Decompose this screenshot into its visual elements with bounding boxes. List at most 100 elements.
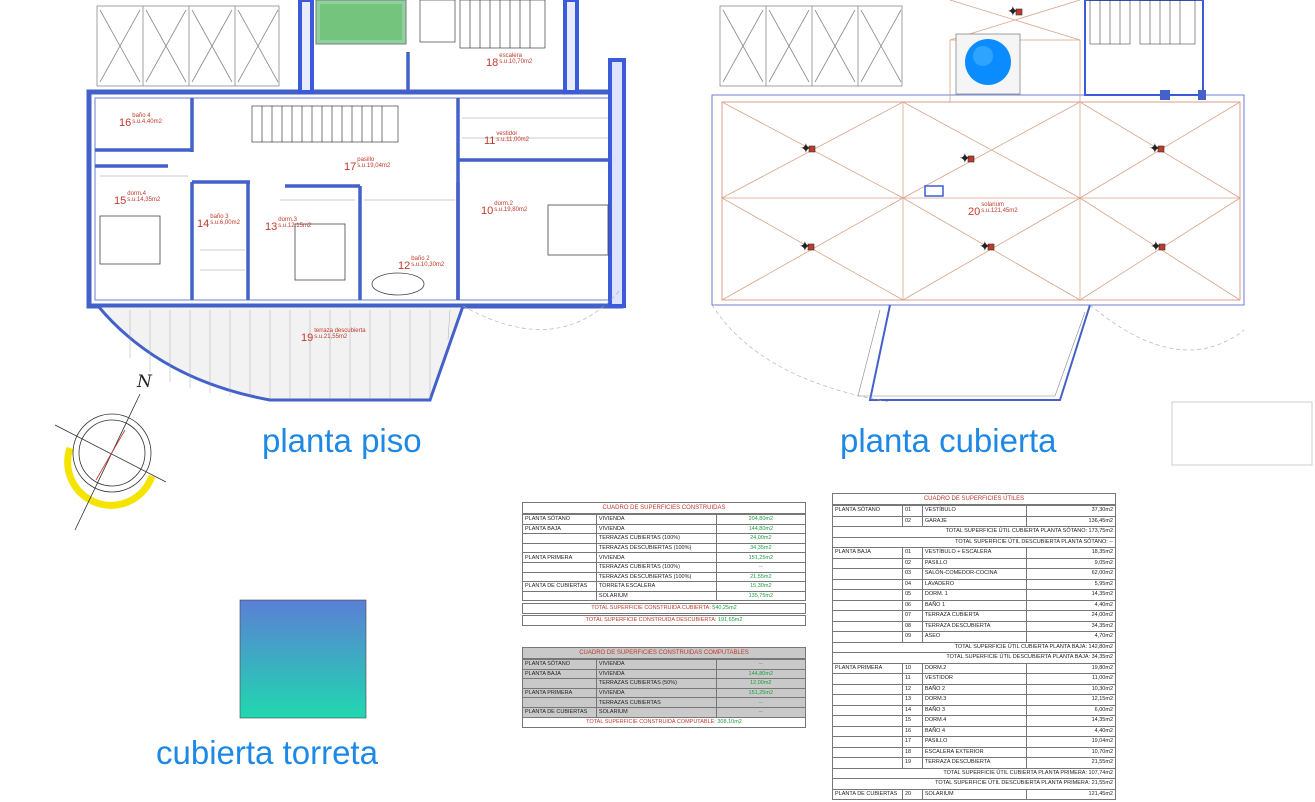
row-value-cell: 12,00m2 bbox=[715, 678, 807, 689]
table-row: TERRAZAS DESCUBIERTAS (100%)34,35m2 bbox=[522, 542, 807, 554]
row-num-cell: 10 bbox=[901, 662, 923, 674]
cubierta-torreta-block bbox=[239, 599, 367, 719]
cubierta-torreta-title: cubierta torreta bbox=[156, 734, 378, 771]
row-use-cell: SOLARIUM bbox=[595, 590, 717, 602]
row-floor-cell: PLANTA SÓTANO bbox=[522, 514, 597, 525]
row-room-cell: BAÑO 4 bbox=[921, 725, 1027, 737]
row-room-cell: DORM.2 bbox=[921, 662, 1027, 674]
row-value-cell: 34,35m2 bbox=[715, 542, 807, 554]
row-value-cell: 24,00m2 bbox=[715, 533, 807, 544]
row-floor-cell bbox=[832, 557, 903, 569]
row-floor-cell bbox=[832, 715, 903, 727]
row-floor-cell bbox=[522, 542, 597, 554]
row-value-cell: 6,00m2 bbox=[1025, 704, 1117, 716]
row-num-cell: 15 bbox=[901, 715, 923, 727]
row-use-cell: TERRAZAS CUBIERTAS (50%) bbox=[595, 678, 717, 689]
row-use-cell: TERRAZAS CUBIERTAS (100%) bbox=[595, 561, 717, 573]
row-num-cell: 11 bbox=[901, 673, 923, 685]
row-floor-cell bbox=[522, 590, 597, 602]
row-room-cell: ASEO bbox=[921, 631, 1027, 643]
row-num-cell: 02 bbox=[901, 557, 923, 569]
row-value-cell: 5,95m2 bbox=[1025, 578, 1117, 590]
row-value-cell: 4,40m2 bbox=[1025, 725, 1117, 737]
row-floor-cell bbox=[832, 589, 903, 601]
row-floor-cell bbox=[832, 683, 903, 695]
row-use-cell: VIVIENDA bbox=[595, 687, 717, 699]
table-row: TERRAZAS CUBIERTAS (100%)24,00m2 bbox=[522, 533, 807, 544]
row-floor-cell: PLANTA BAJA bbox=[832, 547, 903, 559]
row-num-cell: 07 bbox=[901, 610, 923, 622]
row-value-cell: 9,05m2 bbox=[1025, 557, 1117, 569]
built-table-title: CUADRO DE SUPERFICIES CONSTRUIDAS bbox=[522, 502, 806, 514]
total-row: TOTAL SUPERFICIE ÚTIL CUBIERTA PLANTA SÓ… bbox=[832, 526, 1116, 538]
row-use-cell: SOLARIUM bbox=[595, 706, 717, 718]
total-row: TOTAL SUPERFICIE ÚTIL DESCUBIERTA PLANTA… bbox=[832, 536, 1116, 548]
row-value-cell: 144,80m2 bbox=[715, 668, 807, 680]
row-room-cell: VESTÍBULO bbox=[921, 505, 1027, 517]
row-floor-cell bbox=[832, 515, 903, 527]
row-value-cell: -- bbox=[715, 706, 807, 718]
light-fixture-icon: ✦ bbox=[1149, 140, 1161, 156]
row-value-cell: 37,30m2 bbox=[1025, 505, 1117, 517]
row-value-cell: 10,70m2 bbox=[1025, 746, 1117, 758]
row-floor-cell bbox=[832, 673, 903, 685]
row-floor-cell bbox=[832, 736, 903, 748]
row-floor-cell bbox=[832, 694, 903, 706]
total-cell: TOTAL SUPERFICIE ÚTIL CUBIERTA PLANTA SÓ… bbox=[832, 526, 1116, 538]
light-fixture-icon: ✦ bbox=[979, 238, 991, 254]
total-cell: TOTAL SUPERFICIE ÚTIL CUBIERTA PLANTA BA… bbox=[832, 641, 1116, 653]
row-floor-cell bbox=[522, 561, 597, 573]
built-total-cubierta: TOTAL SUPERFICIE CONSTRUIDA CUBIERTA: 54… bbox=[522, 603, 806, 615]
light-fixture-icon: ✦ bbox=[1007, 3, 1019, 19]
row-value-cell: 4,70m2 bbox=[1025, 631, 1117, 643]
row-value-cell: 21,55m2 bbox=[1025, 757, 1117, 769]
row-floor-cell: PLANTA BAJA bbox=[522, 668, 597, 680]
light-fixture-icon: ✦ bbox=[799, 238, 811, 254]
row-num-cell: 17 bbox=[901, 736, 923, 748]
row-value-cell: -- bbox=[715, 697, 807, 708]
row-floor-cell bbox=[832, 631, 903, 643]
row-num-cell: 03 bbox=[901, 568, 923, 580]
row-floor-cell bbox=[522, 533, 597, 544]
row-value-cell: 24,00m2 bbox=[1025, 610, 1117, 622]
row-value-cell: 15,30m2 bbox=[715, 581, 807, 592]
row-num-cell: 12 bbox=[901, 683, 923, 695]
row-value-cell: 34,35m2 bbox=[1025, 620, 1117, 632]
light-fixture-icon: ✦ bbox=[959, 150, 971, 166]
light-fixture-icon: ✦ bbox=[1150, 238, 1162, 254]
row-room-cell: BAÑO 1 bbox=[921, 599, 1027, 611]
row-room-cell: PASILLO bbox=[921, 557, 1027, 569]
row-room-cell: VESTÍBULO + ESCALERA bbox=[921, 547, 1027, 559]
row-floor-cell: PLANTA DE CUBIERTAS bbox=[522, 581, 597, 592]
row-num-cell: 13 bbox=[901, 694, 923, 706]
row-num-cell: 19 bbox=[901, 757, 923, 769]
row-num-cell: 01 bbox=[901, 547, 923, 559]
row-use-cell: TERRAZAS DESCUBIERTAS (100%) bbox=[595, 571, 717, 583]
light-fixture-icon: ✦ bbox=[800, 140, 812, 156]
row-room-cell: PASILLO bbox=[921, 736, 1027, 748]
row-num-cell: 16 bbox=[901, 725, 923, 737]
row-use-cell: TERRAZAS CUBIERTAS bbox=[595, 697, 717, 708]
row-value-cell: 151,25m2 bbox=[715, 552, 807, 563]
built-total-descubierta: TOTAL SUPERFICIE CONSTRUIDA DESCUBIERTA:… bbox=[522, 615, 806, 627]
